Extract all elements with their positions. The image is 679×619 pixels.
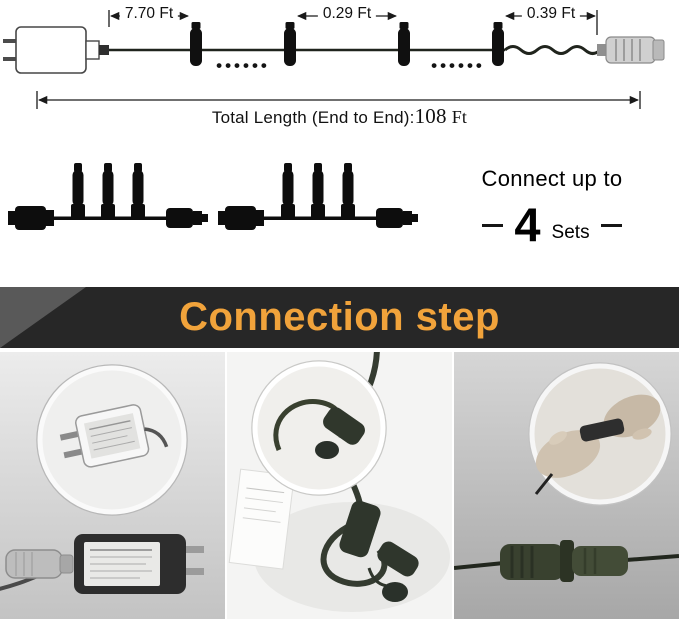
end-connector-icon	[597, 36, 665, 64]
total-length-text: Total Length (End to End):	[211, 108, 415, 127]
connector-cap-photo-illustration	[227, 352, 452, 619]
sets-unit: Sets	[551, 222, 590, 243]
step-photo-joined-connectors	[454, 352, 679, 619]
sets-count: 4	[514, 198, 541, 251]
power-adapter-icon	[3, 26, 109, 74]
step-photo-adapter	[0, 352, 225, 619]
dash-right	[600, 224, 622, 227]
adapter-body-icon	[74, 534, 204, 594]
connection-step-banner: Connection step	[0, 287, 679, 348]
hands-closeup	[534, 394, 661, 495]
gray-connector-icon	[5, 549, 74, 579]
length-diagram-section: 7.70 Ft 0.29 Ft 0.39 Ft •••••• •••••• To…	[0, 0, 679, 150]
sets-count-row: 4 Sets	[452, 200, 652, 249]
light-string-set-2	[218, 163, 418, 230]
dash-left	[482, 224, 504, 227]
continuation-dots-right: ••••••	[431, 56, 485, 75]
banner-title: Connection step	[179, 295, 500, 339]
connect-up-to-box: Connect up to 4 Sets	[452, 166, 652, 249]
connect-heading: Connect up to	[481, 166, 623, 191]
connector-closeup	[273, 399, 365, 459]
bulb-icons	[190, 22, 504, 66]
connector-with-cap-icon	[339, 500, 419, 602]
segment-length-label-2: 0.29 Ft	[317, 5, 377, 23]
paper-tag-icon	[228, 468, 295, 570]
adapter-photo-illustration	[0, 352, 225, 619]
step-photo-connector-cap	[227, 352, 452, 619]
banner-wedge-decoration	[0, 287, 86, 348]
connection-step-photos	[0, 352, 679, 619]
string-light-length-diagram	[3, 10, 665, 109]
total-length-value: 108	[414, 104, 447, 128]
total-length-unit: Ft	[451, 107, 468, 127]
adapter-closeup	[59, 404, 169, 468]
light-string-set-1	[8, 163, 208, 230]
connect-sets-section: Connect up to 4 Sets	[0, 150, 679, 287]
segment-length-label-3: 0.39 Ft	[521, 5, 581, 23]
joined-connectors-photo-illustration	[454, 352, 679, 619]
continuation-dots-left: ••••••	[216, 56, 270, 75]
dimension-lines	[36, 10, 641, 109]
twisted-wire	[504, 45, 602, 55]
joined-connectors-icon	[454, 540, 679, 582]
segment-length-label-1: 7.70 Ft	[119, 5, 179, 23]
